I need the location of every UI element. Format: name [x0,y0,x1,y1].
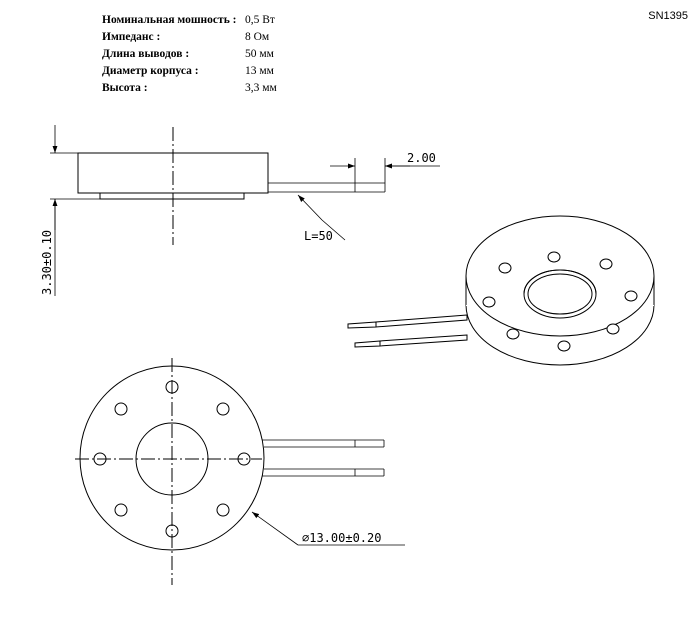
speaker-base-side [99,192,245,200]
vent-hole [482,296,496,308]
vent-hole [606,323,620,335]
spec-value: 3,3 мм [245,82,277,94]
lead-spacing-dimension: 2.00 [407,151,436,165]
spec-value: 8 Ом [245,31,270,43]
height-dimension: 3.30±0.10 [40,230,54,295]
center-hole-rim [523,269,597,295]
vent-hole [599,258,613,270]
vent-hole [624,290,638,302]
lead-wire-iso [379,334,468,347]
lead-wire-iso [375,314,468,328]
vent-hole [114,503,128,517]
spec-label: Диаметр корпуса : [102,65,199,77]
vent-hole [557,340,571,352]
diameter-dimension: ∅13.00±0.20 [302,531,381,545]
center-hole-inner [527,273,593,315]
vent-hole [506,328,520,340]
top-view: ∅13.00±0.20 [75,358,405,585]
spec-label: Номинальная мошность : [102,14,237,26]
spec-value: 0,5 Вт [245,14,275,26]
spec-value: 50 мм [245,48,274,60]
vent-hole [216,402,230,416]
lead-tip-iso [347,321,377,329]
spec-label: Высота : [102,82,148,94]
side-view: 2.00 L=50 3.30±0.10 [40,125,440,296]
leader-line [297,194,323,221]
spec-value: 13 мм [245,65,274,77]
vent-hole [547,251,561,263]
spec-label: Импеданс : [102,31,161,43]
isometric-view [347,215,655,366]
model-number: SN1395 [648,10,688,22]
leader-line [321,219,346,241]
spec-label: Длина выводов : [102,48,190,60]
vent-hole [114,402,128,416]
vent-hole [498,262,512,274]
lead-length-dimension: L=50 [304,229,333,243]
vent-hole [216,503,230,517]
lead-tip-iso [354,340,381,348]
leader-line [251,511,299,546]
